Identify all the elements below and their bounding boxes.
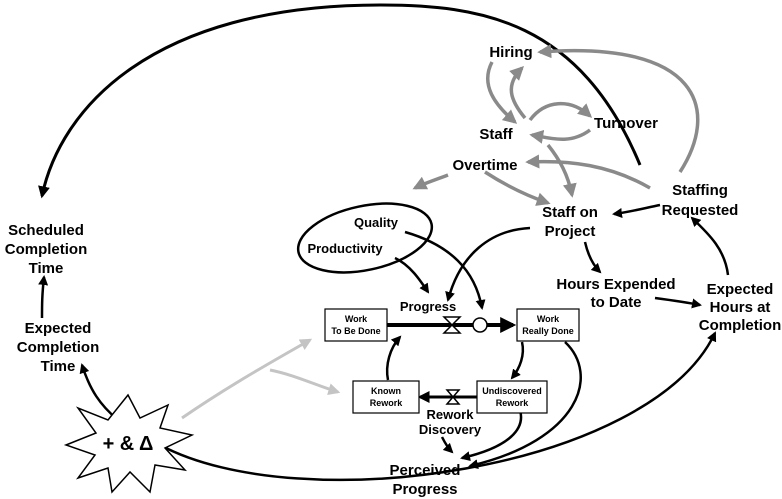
changes-label: + & Δ bbox=[103, 433, 154, 455]
outer-loop-arrow bbox=[38, 3, 642, 199]
arrow-hours-to-expected-hours bbox=[654, 296, 702, 309]
causal-arrows bbox=[38, 203, 730, 482]
hours-expended-label-1: Hours Expended bbox=[556, 276, 675, 293]
hiring-label: Hiring bbox=[489, 44, 532, 61]
scheduled-completion-label-3: Time bbox=[29, 260, 64, 277]
arrow-staff-to-turnover bbox=[528, 101, 593, 122]
expected-completion-label-1: Expected bbox=[25, 320, 92, 337]
staffing-loop bbox=[412, 44, 700, 206]
undiscovered-rework-label-1: Undiscovered bbox=[482, 386, 542, 396]
undiscovered-rework-label-2: Rework bbox=[496, 398, 530, 408]
arrow-staffing-to-hiring bbox=[537, 44, 700, 173]
changes-starburst bbox=[63, 393, 195, 494]
arrow-known-rework-to-work-to-be-done bbox=[385, 335, 402, 381]
arrow-changes-to-known-rework bbox=[269, 368, 341, 395]
productivity-label: Productivity bbox=[307, 241, 383, 256]
work-really-done-label-1: Work bbox=[537, 314, 560, 324]
arrow-changes-to-expected-hours bbox=[159, 331, 717, 482]
rework-discovery-valve-icon bbox=[445, 389, 461, 405]
work-really-done-label-2: Really Done bbox=[522, 326, 574, 336]
work-really-done-box bbox=[516, 308, 580, 342]
known-rework-label-1: Known bbox=[371, 386, 401, 396]
arrow-changes-to-work-to-be-done bbox=[181, 338, 313, 420]
undiscovered-rework-box bbox=[476, 380, 548, 414]
expected-hours-label-3: Completion bbox=[699, 317, 782, 334]
known-rework-box bbox=[352, 380, 420, 414]
quality-productivity-ellipse bbox=[296, 202, 434, 274]
arrow-quality-to-flow bbox=[404, 230, 486, 310]
rework-discovery-label-1: Rework bbox=[427, 407, 475, 422]
arrow-productivity-to-progress bbox=[394, 256, 430, 294]
arrow-progress-to-undiscovered bbox=[510, 341, 525, 380]
quality-label: Quality bbox=[354, 215, 399, 230]
hours-expended-label-2: to Date bbox=[591, 294, 642, 311]
expected-hours-label-2: Hours at bbox=[710, 299, 771, 316]
rework-discovery-label-2: Discovery bbox=[419, 422, 482, 437]
arrow-staff-on-project-to-hours bbox=[583, 241, 602, 274]
turnover-label: Turnover bbox=[594, 115, 658, 132]
expected-hours-label-1: Expected bbox=[707, 281, 774, 298]
arrow-expected-hours-to-staffing bbox=[690, 216, 730, 276]
work-to-be-done-label-2: To Be Done bbox=[331, 326, 380, 336]
progress-label: Progress bbox=[400, 299, 456, 314]
arrow-hiring-to-staff bbox=[486, 61, 518, 124]
arrow-rework-discovery-to-perceived bbox=[440, 436, 454, 454]
change-arrows bbox=[181, 338, 341, 420]
stock-flow-structure: Work To Be Done Work Really Done Known R… bbox=[324, 308, 580, 414]
staff-on-project-label-2: Project bbox=[545, 223, 596, 240]
arrow-staff-on-project-to-progress bbox=[445, 226, 531, 302]
staff-on-project-label-1: Staff on bbox=[542, 204, 598, 221]
staff-label: Staff bbox=[479, 126, 513, 143]
scheduled-completion-label-2: Completion bbox=[5, 241, 88, 258]
staffing-requested-label-1: Staffing bbox=[672, 182, 728, 199]
overtime-label: Overtime bbox=[452, 157, 517, 174]
expected-completion-label-2: Completion bbox=[17, 339, 100, 356]
arrow-overtime-to-staff-on-project bbox=[484, 170, 551, 206]
known-rework-label-2: Rework bbox=[370, 398, 404, 408]
progress-converter bbox=[472, 317, 488, 333]
staffing-requested-label-2: Requested bbox=[662, 202, 739, 219]
arrow-staff-to-staff-on-project bbox=[546, 143, 577, 198]
arrow-expected-completion-to-scheduled bbox=[38, 275, 49, 319]
perceived-progress-label-2: Progress bbox=[392, 481, 457, 498]
work-to-be-done-box bbox=[324, 308, 388, 342]
arrow-staff-to-hiring bbox=[509, 66, 527, 120]
arrow-work-really-done-to-perceived bbox=[468, 341, 582, 470]
arrow-staffing-to-staff-on-project bbox=[612, 203, 661, 218]
expected-completion-label-3: Time bbox=[41, 358, 76, 375]
arrow-turnover-to-staff bbox=[529, 128, 592, 144]
arrow-overtime-to-quality bbox=[412, 173, 449, 190]
progress-valve-icon bbox=[442, 316, 462, 334]
perceived-progress-label-1: Perceived bbox=[390, 462, 461, 479]
scheduled-completion-label-1: Scheduled bbox=[8, 222, 84, 239]
arrow-staffing-to-overtime bbox=[525, 154, 651, 190]
work-to-be-done-label-1: Work bbox=[345, 314, 368, 324]
